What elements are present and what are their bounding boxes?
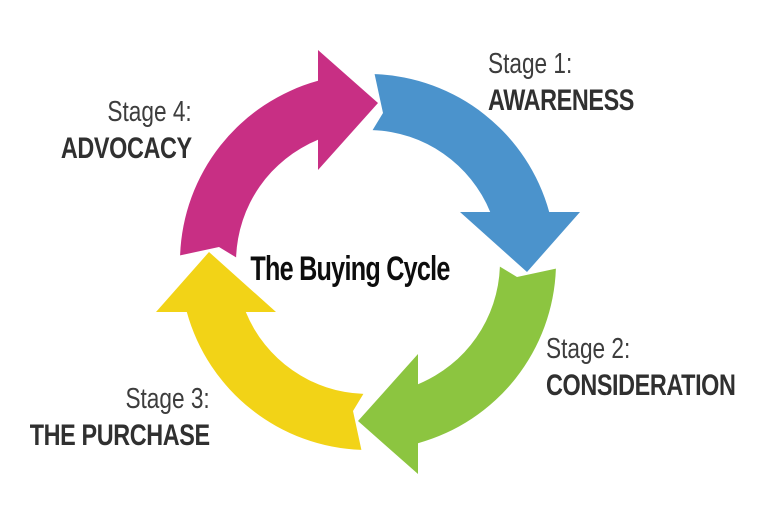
stage-4-label: Stage 4: ADVOCACY — [61, 95, 192, 167]
stage-4-arrow — [180, 50, 378, 258]
stage-2-name: CONSIDERATION — [546, 369, 736, 403]
stage-1-prefix: Stage 1: — [488, 48, 573, 80]
stage-4-prefix: Stage 4: — [107, 96, 192, 128]
stage-2-label: Stage 2: CONSIDERATION — [546, 332, 736, 404]
stage-3-label: Stage 3: THE PURCHASE — [30, 382, 210, 454]
stage-2-arrow — [358, 266, 556, 474]
cycle-title: The Buying Cycle — [250, 250, 450, 288]
stage-3-prefix: Stage 3: — [125, 383, 210, 415]
stage-4-name: ADVOCACY — [61, 132, 192, 166]
stage-1-name: AWARENESS — [488, 84, 635, 118]
stage-2-prefix: Stage 2: — [546, 333, 631, 365]
stage-3-name: THE PURCHASE — [30, 419, 210, 453]
stage-1-label: Stage 1: AWARENESS — [488, 47, 634, 119]
